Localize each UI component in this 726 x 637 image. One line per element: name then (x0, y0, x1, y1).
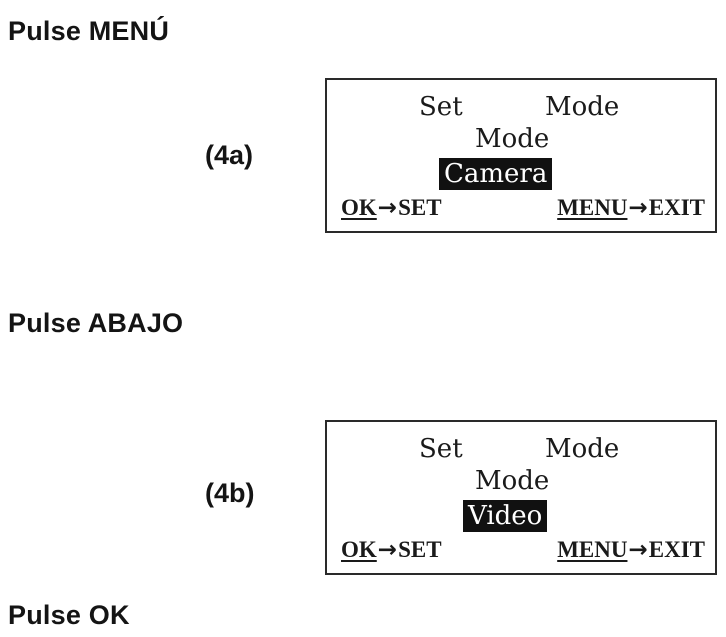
lcd-title-set: Set (419, 434, 463, 464)
footer-ok-hint: OK→SET (341, 535, 442, 565)
footer-ok-hint: OK→SET (341, 193, 442, 223)
figure-label-4a: (4a) (205, 140, 254, 170)
menu-key-label: MENU (557, 195, 628, 220)
lcd-screen-4b: Set Mode Mode Video OK→SET MENU→EXIT (325, 420, 717, 575)
lcd-footer: OK→SET MENU→EXIT (341, 535, 705, 565)
exit-action-label: EXIT (648, 195, 705, 220)
lcd-title-mode: Mode (545, 434, 620, 464)
ok-key-label: OK (341, 195, 377, 220)
set-action-label: SET (398, 537, 442, 562)
lcd-selected-option: Video (463, 500, 548, 532)
lcd-screen-4a: Set Mode Mode Camera OK→SET MENU→EXIT (325, 78, 717, 233)
arrow-right-icon: → (628, 537, 648, 563)
footer-menu-hint: MENU→EXIT (557, 535, 705, 565)
exit-action-label: EXIT (648, 537, 705, 562)
ok-key-label: OK (341, 537, 377, 562)
footer-menu-hint: MENU→EXIT (557, 193, 705, 223)
set-action-label: SET (398, 195, 442, 220)
lcd-subtitle-mode: Mode (475, 466, 550, 496)
lcd-subtitle-mode: Mode (475, 124, 550, 154)
instruction-press-menu: Pulse MENÚ (8, 16, 170, 46)
arrow-right-icon: → (377, 537, 398, 563)
lcd-title-set: Set (419, 92, 463, 122)
figure-label-4b: (4b) (205, 478, 255, 508)
lcd-footer: OK→SET MENU→EXIT (341, 193, 705, 223)
arrow-right-icon: → (628, 195, 648, 221)
lcd-title-mode: Mode (545, 92, 620, 122)
instruction-press-ok: Pulse OK (8, 600, 130, 630)
instruction-press-down: Pulse ABAJO (8, 308, 184, 338)
lcd-selected-option: Camera (439, 158, 553, 190)
arrow-right-icon: → (377, 195, 398, 221)
menu-key-label: MENU (557, 537, 628, 562)
